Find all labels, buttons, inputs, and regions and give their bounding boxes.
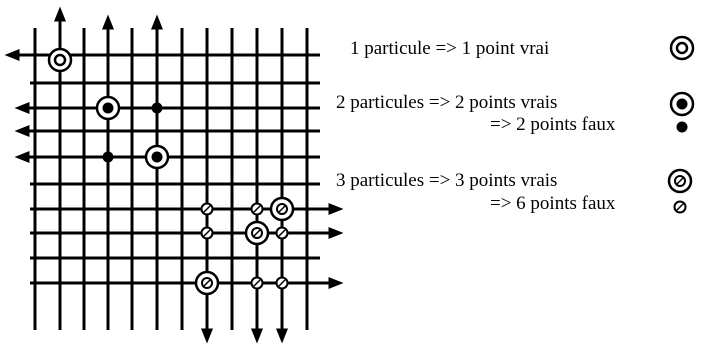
false-point-triple-6 — [275, 276, 289, 290]
false-point-triple-5 — [250, 276, 264, 290]
projection-arrows — [4, 6, 344, 344]
true-point-triple-1 — [269, 196, 295, 222]
horizontal-grid-lines — [30, 53, 320, 285]
true-point-single — [47, 47, 73, 73]
false-point-pair-2 — [102, 151, 114, 163]
true-point-pair-2 — [144, 144, 170, 170]
legend-three-particles-true: 3 particules => 3 points vrais — [336, 170, 558, 191]
true-point-triple-3 — [194, 270, 220, 296]
vertical-grid-lines — [33, 28, 309, 330]
false-point-triple-1 — [200, 202, 214, 216]
false-point-triple-4 — [275, 226, 289, 240]
legend-three-particles-false: => 6 points faux — [490, 193, 616, 214]
false-point-pair-1 — [151, 102, 163, 114]
legend-symbol-true-empty — [669, 35, 695, 61]
false-point-triple-3 — [200, 226, 214, 240]
legend-symbol-true-hatched — [667, 168, 693, 194]
legend-symbol-false-filled — [676, 121, 688, 133]
true-point-pair-1 — [95, 95, 121, 121]
legend-symbols — [667, 35, 695, 214]
grid-points — [47, 47, 295, 296]
legend-two-particles-true: 2 particules => 2 points vrais — [336, 92, 558, 113]
false-point-triple-2 — [250, 202, 264, 216]
legend-symbol-false-hatched — [673, 200, 687, 214]
legend-one-particle-true: 1 particule => 1 point vrai — [350, 38, 550, 59]
legend-symbol-true-filled — [669, 91, 695, 117]
legend-two-particles-false: => 2 points faux — [490, 114, 616, 135]
true-point-triple-2 — [244, 220, 270, 246]
